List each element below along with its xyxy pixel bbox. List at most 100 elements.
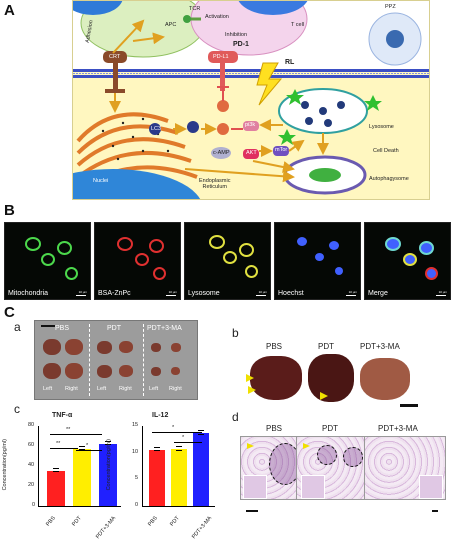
y-tick: 10 (132, 449, 139, 455)
side-label: Right (169, 386, 182, 392)
panel-cd-letter: d (232, 410, 239, 424)
lung-pdt (308, 354, 354, 402)
panel-a-letter: A (4, 2, 15, 19)
chart-tnf: TNF-α Concentration(pg/ml) 80 60 40 20 0… (2, 412, 124, 548)
label-crt: CRT (109, 54, 121, 60)
light-bolt (256, 62, 283, 106)
tumor-group-label: PDT (107, 325, 121, 332)
histology-pdt (296, 436, 368, 500)
label-tcell: T cell (291, 22, 305, 28)
panel-cb-letter: b (232, 326, 239, 340)
panel-ca-letter: a (14, 320, 21, 334)
fluor-image-mitochondria: Mitochondria 10 μm (4, 222, 91, 300)
lung-group-label: PBS (266, 342, 283, 351)
fluor-label: BSA-ZnPc (98, 290, 131, 297)
lung-group-label: PDT (318, 342, 334, 351)
label-lc3: LC3 (151, 126, 162, 132)
t-cell-nucleus (238, 1, 308, 15)
bar-pdt (171, 449, 187, 506)
y-tick: 40 (28, 462, 35, 468)
pathway-svg (73, 1, 429, 199)
label-nuclei: Nuclei (93, 178, 109, 184)
fluor-image-hoechst: Hoechst 10 μm (274, 222, 361, 300)
side-label: Right (65, 386, 78, 392)
significance-marker: ** (56, 441, 61, 447)
histo-group-label: PDT (322, 424, 338, 433)
label-er: Endoplasmic Reticulum (199, 178, 231, 190)
fluor-label: Mitochondria (8, 290, 49, 297)
label-autophagosome: Autophagysome (369, 176, 409, 182)
membrane-top (73, 69, 429, 72)
error-bar (198, 429, 204, 436)
y-tick: 5 (135, 475, 139, 481)
crt-protein (103, 51, 127, 63)
y-tick: 0 (32, 502, 36, 508)
bar-pbs (47, 471, 65, 506)
error-bar (79, 446, 85, 450)
label-lysosome: Lysosome (369, 124, 394, 130)
significance-marker: * (182, 435, 185, 441)
label-apc: APC (165, 22, 177, 28)
signaling-pathway-diagram: APC TCR T cell PPZ CRT PD-L1 PD-1 RL Adh… (72, 0, 430, 200)
label-rl: RL (285, 59, 295, 66)
label-pd1: PD-1 (233, 41, 249, 48)
panel-c-letter: C (4, 304, 15, 321)
label-pi3k: pi3k (245, 122, 256, 128)
x-tick: PDT+3-MA (95, 515, 118, 541)
y-axis-label: Concentration(pg/ml) (1, 439, 8, 491)
x-tick: PBS (45, 515, 57, 528)
lung-pbs (250, 356, 302, 400)
significance-marker: * (86, 443, 89, 449)
endoplasmic-reticulum (76, 112, 198, 191)
bar-pbs (149, 450, 165, 506)
bar-pdt-3-ma (99, 444, 117, 506)
x-tick: PDT (71, 515, 83, 528)
panel-cc-letter: c (14, 402, 20, 416)
y-axis-label: Concentration(pg/ml) (105, 439, 112, 491)
side-label: Right (119, 386, 132, 392)
chart-il12: IL-12 Concentration(pg/ml) 15 10 5 0 PBS… (106, 412, 220, 548)
histology-pdt3ma (364, 436, 446, 500)
error-bar (53, 468, 59, 472)
y-tick: 80 (28, 422, 35, 428)
pdl1-protein (208, 51, 238, 63)
label-cell-death: Cell Death (373, 148, 399, 154)
label-tcr: TCR (189, 6, 201, 12)
panel-b-letter: B (4, 202, 15, 219)
significance-marker: ** (66, 427, 71, 433)
fluor-label: Hoechst (278, 290, 304, 297)
chart-title: TNF-α (52, 412, 73, 419)
label-activation: Activation (205, 14, 229, 20)
label-mtor: mTor (275, 147, 288, 153)
fluor-label: Merge (368, 290, 388, 297)
lung-pdt3ma (360, 358, 410, 400)
histo-group-label: PBS (266, 424, 283, 433)
y-tick: 60 (28, 442, 35, 448)
side-label: Left (149, 386, 159, 392)
tumor-group-label: PBS (55, 325, 70, 332)
y-tick: 15 (132, 422, 139, 428)
x-tick: PDT (169, 515, 181, 528)
bar-pdt-3-ma (193, 433, 209, 506)
bar-pdt (73, 449, 91, 506)
nucleus (73, 169, 201, 199)
fluor-label: Lysosome (188, 290, 220, 297)
membrane-bottom (73, 75, 429, 78)
histo-group-label: PDT+3-MA (378, 424, 418, 433)
side-label: Left (43, 386, 53, 392)
tumor-photo: PBS PDT PDT+3-MA Left Right Left Right L… (34, 320, 198, 400)
label-akt: AKT (246, 150, 257, 156)
chart-title: IL-12 (152, 412, 169, 419)
tumor-group-label: PDT+3-MA (147, 325, 182, 332)
significance-marker: * (172, 425, 175, 431)
error-bar (176, 446, 182, 451)
fluor-image-lysosome: Lysosome 10 μm (184, 222, 271, 300)
lung-group-label: PDT+3-MA (360, 342, 400, 351)
label-camp: c-AMP (213, 150, 230, 156)
error-bar (154, 446, 160, 452)
fluor-image-merge: Merge 10 μm (364, 222, 451, 300)
x-tick: PDT+3-MA (191, 515, 214, 541)
plot-area (142, 426, 215, 507)
label-ppz: PPZ (385, 4, 396, 10)
fluor-image-bsa-znpc: BSA-ZnPc 10 μm (94, 222, 181, 300)
